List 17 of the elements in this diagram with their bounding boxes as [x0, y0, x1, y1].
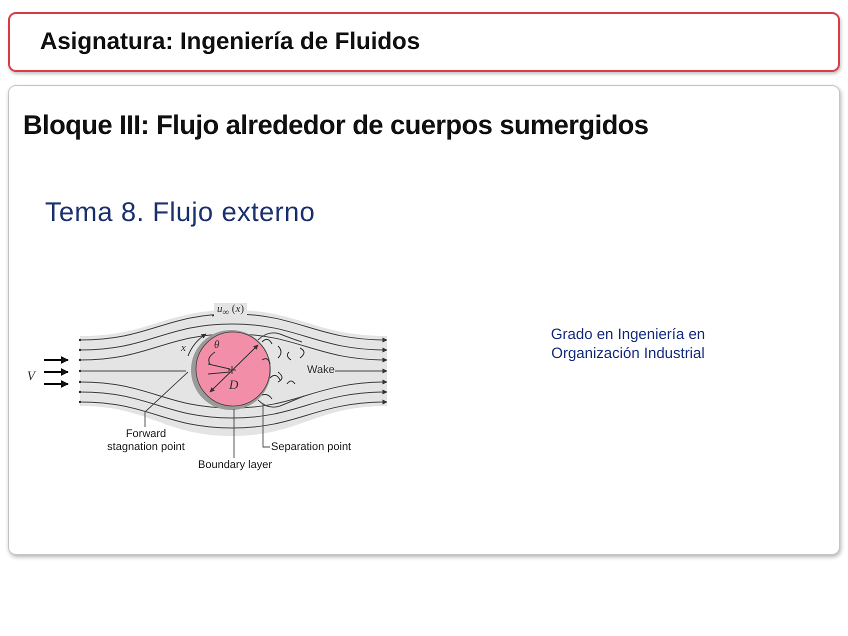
content-panel	[8, 85, 840, 555]
course-title: Asignatura: Ingeniería de Fluidos	[40, 28, 420, 56]
block-title: Bloque III: Flujo alrededor de cuerpos sumergidos	[23, 110, 648, 141]
topic-heading: Tema 8. Flujo externo	[45, 196, 316, 229]
diameter-symbol: D	[229, 377, 238, 394]
angle-symbol: θ	[214, 339, 220, 353]
callout-label: Forward stagnation point	[99, 428, 193, 456]
callout-label: Boundary layer	[197, 459, 273, 473]
velocity-symbol: V	[27, 368, 35, 384]
velocity-symbol: u$_{∞}$ (x)	[214, 303, 248, 319]
header-bar	[8, 12, 840, 72]
coordinate-symbol: x	[181, 342, 186, 356]
leader-line	[144, 372, 188, 428]
callout-label: Separation point	[271, 441, 363, 455]
degree-name: Grado en Ingeniería en Organización Industrial	[550, 326, 706, 364]
leader-line	[262, 404, 270, 448]
wake-label: Wake	[307, 364, 335, 378]
